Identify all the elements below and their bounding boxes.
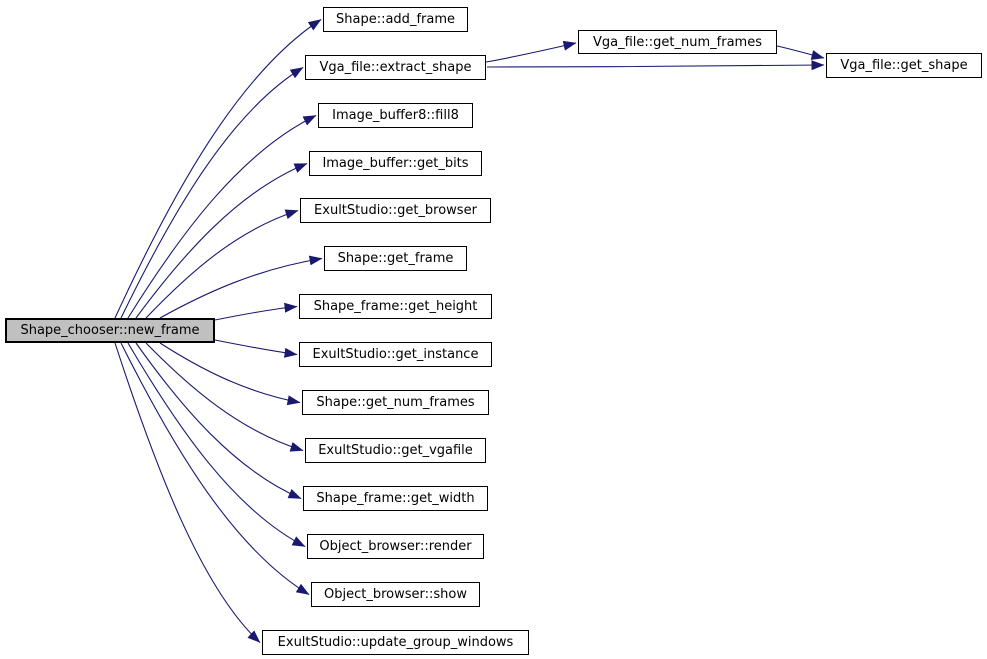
node-exultstudio-get-instance[interactable]: ExultStudio::get_instance [299, 342, 492, 367]
node-shape-frame-get-height[interactable]: Shape_frame::get_height [299, 294, 492, 319]
node-shape-get-frame[interactable]: Shape::get_frame [324, 246, 467, 271]
edge-new-frame-to-fill8 [127, 115, 317, 319]
edge-new-frame-to-get-browser [145, 209, 299, 319]
edge-new-frame-to-get-num-frames [159, 342, 301, 406]
edge-vga-get-num-frames-to-vga-get-shape [776, 45, 825, 60]
node-vga-file-get-num-frames[interactable]: Vga_file::get_num_frames [578, 30, 777, 54]
edge-extract-shape-to-vga-get-num-frames [485, 40, 577, 63]
node-shape-chooser-new-frame[interactable]: Shape_chooser::new_frame [5, 318, 215, 343]
edge-new-frame-to-extract-shape [120, 67, 304, 319]
edge-extract-shape-to-vga-get-shape [486, 60, 825, 71]
node-image-buffer8-fill8[interactable]: Image_buffer8::fill8 [318, 103, 473, 128]
node-exultstudio-update-group-windows[interactable]: ExultStudio::update_group_windows [262, 630, 529, 655]
node-object-browser-show[interactable]: Object_browser::show [311, 582, 480, 607]
edge-new-frame-to-add-frame [114, 19, 322, 319]
edge-new-frame-to-show [120, 342, 310, 595]
node-shape-add-frame[interactable]: Shape::add_frame [323, 7, 468, 32]
edge-new-frame-to-get-frame [159, 255, 323, 319]
edge-new-frame-to-get-width [135, 342, 302, 500]
edge-new-frame-to-get-height [214, 302, 298, 321]
edge-new-frame-to-get-instance [214, 339, 298, 358]
node-shape-get-num-frames[interactable]: Shape::get_num_frames [302, 390, 489, 415]
edge-new-frame-to-get-bits [135, 162, 308, 319]
edge-new-frame-to-update-group-windows [114, 342, 261, 643]
node-vga-file-get-shape[interactable]: Vga_file::get_shape [826, 53, 982, 78]
node-shape-frame-get-width[interactable]: Shape_frame::get_width [303, 486, 488, 511]
node-object-browser-render[interactable]: Object_browser::render [307, 534, 484, 559]
node-image-buffer-get-bits[interactable]: Image_buffer::get_bits [309, 151, 482, 176]
edge-new-frame-to-get-vgafile [145, 342, 304, 452]
edge-new-frame-to-render [127, 342, 306, 547]
node-vga-file-extract-shape[interactable]: Vga_file::extract_shape [305, 55, 486, 80]
node-exultstudio-get-browser[interactable]: ExultStudio::get_browser [300, 198, 491, 223]
node-exultstudio-get-vgafile[interactable]: ExultStudio::get_vgafile [305, 438, 486, 463]
